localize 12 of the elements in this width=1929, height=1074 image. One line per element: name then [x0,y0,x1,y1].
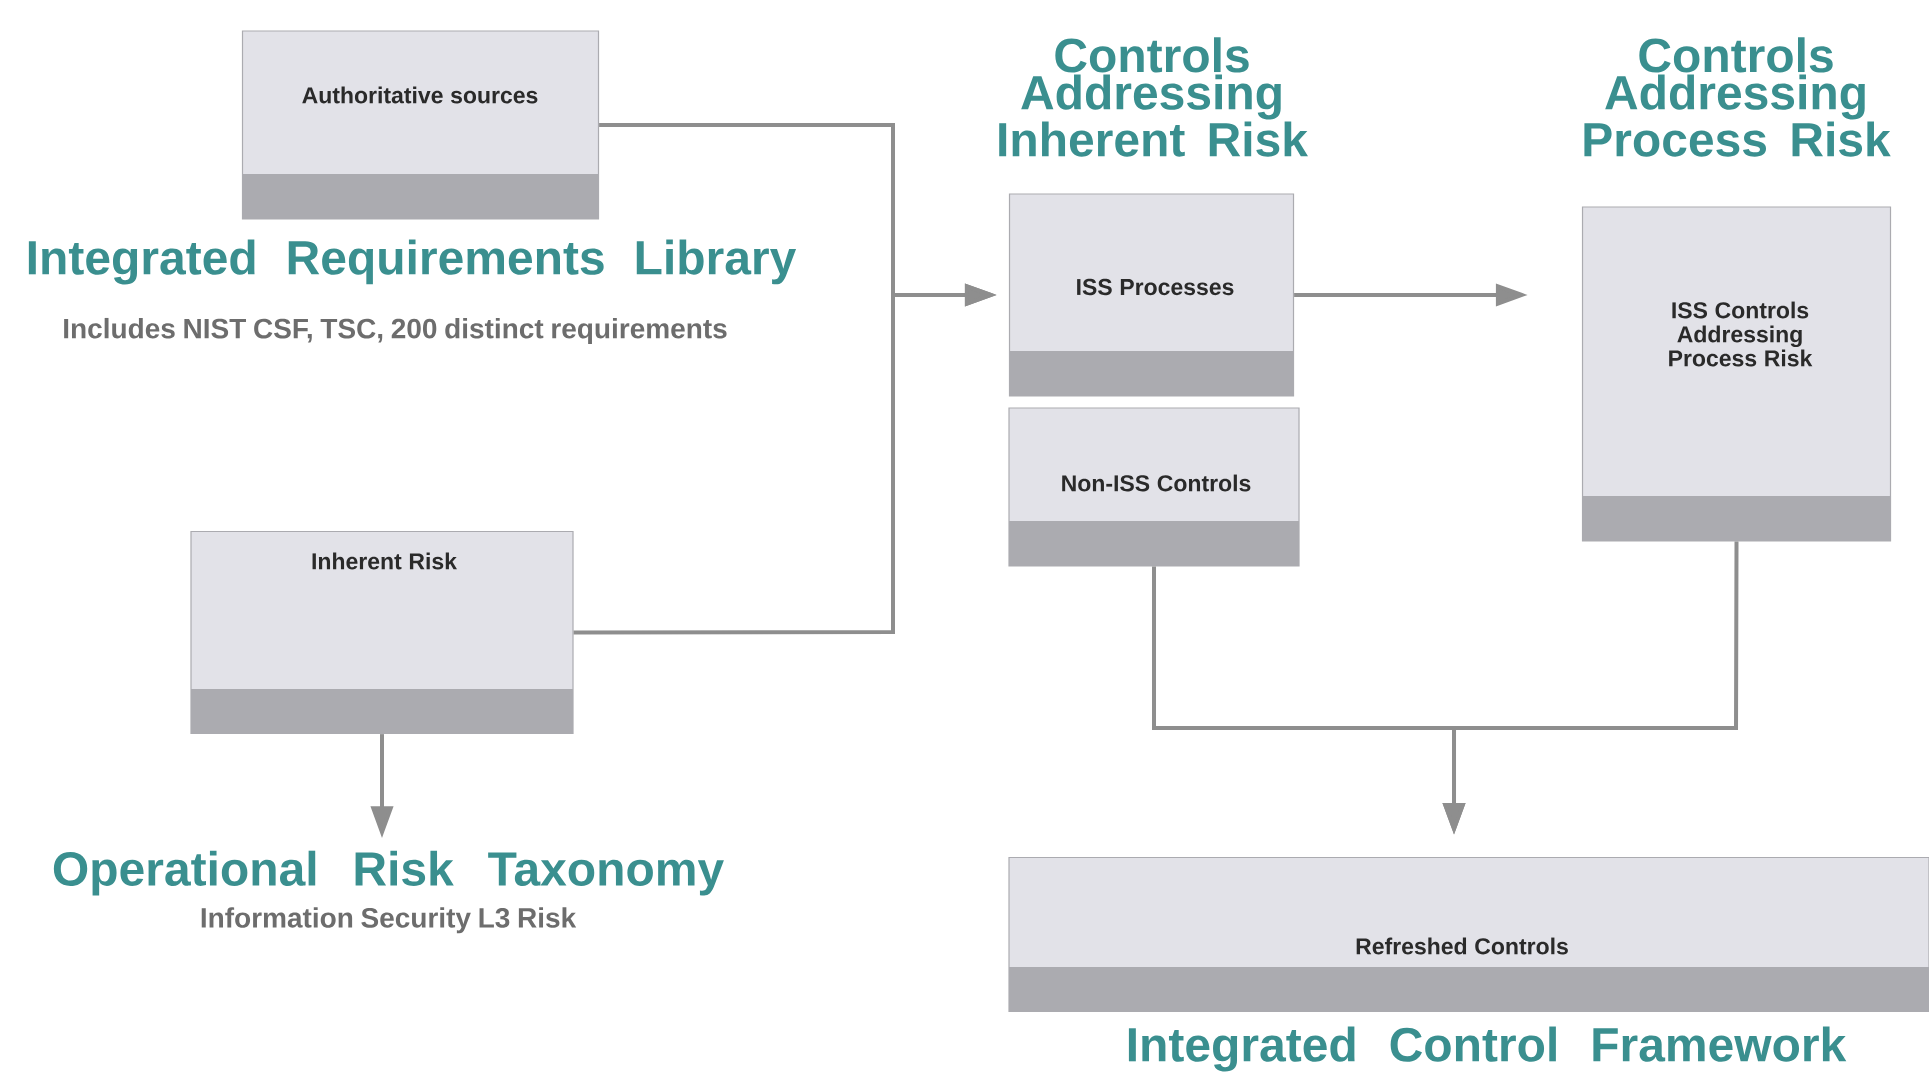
box: ISS Controls Addressing Process Risk [1581,206,1892,542]
heading-text: Integrated Control Framework [1128,1026,1847,1072]
heading-text: Controls Addressing Inherent Risk [999,37,1308,157]
caption-text: Operational Risk Taxonomy Information Security L3 Risk [53,850,724,934]
subtitle-text: Includes NIST CSF, TSC, 200 distinct requirements [64,317,727,345]
box: Inherent Risk [190,530,574,735]
box: Non-ISS Controls [1008,407,1300,567]
heading-text: Controls Addressing Process Risk [1584,37,1891,157]
box: ISS Processes [1008,193,1295,397]
heading-text: Integrated Requirements Library [28,239,797,285]
box: Refreshed Controls [1008,856,1929,1013]
box: Authoritative sources [241,30,600,220]
